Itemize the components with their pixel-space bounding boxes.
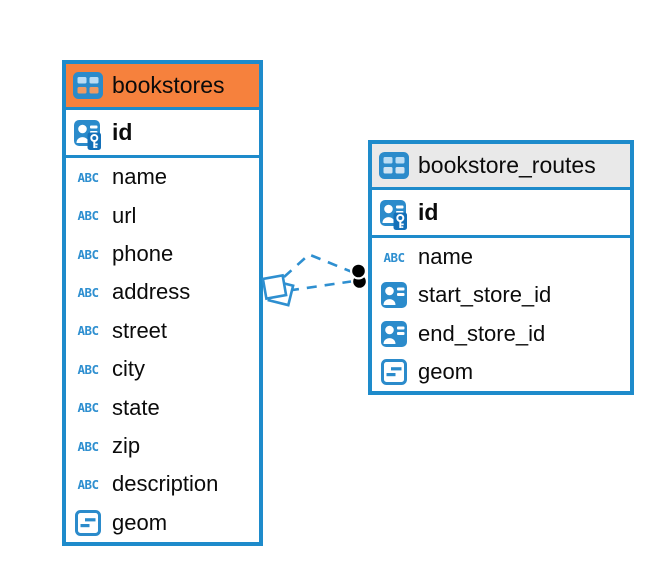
relationship-line-2[interactable] xyxy=(288,280,352,292)
primary-key-icon xyxy=(379,195,409,231)
column-row[interactable]: id xyxy=(372,190,630,235)
bookstores-header[interactable]: bookstores xyxy=(66,64,259,107)
column-name: name xyxy=(112,164,168,190)
table-icon xyxy=(379,152,409,179)
column-row[interactable]: ABC street xyxy=(66,311,259,351)
reference-column-icon xyxy=(379,282,409,308)
column-row[interactable]: ABC address xyxy=(66,273,259,312)
table-icon xyxy=(73,72,103,99)
text-type-icon: ABC xyxy=(77,169,99,185)
column-row[interactable]: geom xyxy=(66,503,259,543)
column-row[interactable]: ABC url xyxy=(66,196,259,235)
header-separator xyxy=(66,107,259,110)
column-name: state xyxy=(112,394,160,420)
column-row[interactable]: end_store_id xyxy=(372,314,630,353)
text-type-icon: ABC xyxy=(77,476,99,492)
column-name: name xyxy=(418,244,474,270)
columns-section: ABC name ABC url ABC phone ABC address A… xyxy=(66,158,259,543)
column-row[interactable]: start_store_id xyxy=(372,276,630,315)
text-type-icon: ABC xyxy=(77,284,99,300)
entity-bookstores[interactable]: bookstores id ABC name ABC url ABC phone xyxy=(62,60,263,546)
column-row[interactable]: geom xyxy=(372,352,630,391)
column-name: phone xyxy=(112,241,174,267)
text-type-icon: ABC xyxy=(77,323,99,339)
column-row[interactable]: ABC name xyxy=(372,238,630,277)
header-separator xyxy=(372,187,630,190)
pk-separator xyxy=(372,235,630,238)
object-type-icon xyxy=(73,510,103,536)
column-name: zip xyxy=(112,433,141,459)
column-name: id xyxy=(112,119,133,145)
text-type-icon: ABC xyxy=(383,249,405,265)
column-row[interactable]: ABC zip xyxy=(66,426,259,466)
column-row[interactable]: ABC name xyxy=(66,158,259,197)
column-name: city xyxy=(112,356,145,382)
column-row[interactable]: ABC description xyxy=(66,465,259,504)
text-type-icon: ABC xyxy=(77,438,99,454)
column-name: description xyxy=(112,471,219,497)
table-title: bookstore_routes xyxy=(418,152,596,178)
column-name: end_store_id xyxy=(418,320,546,346)
table-title: bookstores xyxy=(112,72,225,98)
reference-column-icon xyxy=(379,321,409,347)
many-end-diamond-marker[interactable] xyxy=(261,273,295,307)
text-type-icon: ABC xyxy=(77,400,99,416)
bookstore-routes-header[interactable]: bookstore_routes xyxy=(372,144,630,187)
column-row[interactable]: ABC state xyxy=(66,388,259,427)
entity-bookstore-routes[interactable]: bookstore_routes id ABC name start_store… xyxy=(368,140,634,395)
primary-key-icon xyxy=(73,115,103,151)
column-row[interactable]: ABC city xyxy=(66,350,259,389)
columns-section: ABC name start_store_id end_store_id ge xyxy=(372,238,630,391)
column-name: street xyxy=(112,317,168,343)
relationship-line-1[interactable] xyxy=(283,252,352,278)
column-name: start_store_id xyxy=(418,282,552,308)
column-name: address xyxy=(112,279,191,305)
column-row[interactable]: ABC phone xyxy=(66,234,259,274)
column-name: geom xyxy=(418,358,474,384)
pk-separator xyxy=(66,155,259,158)
column-name: id xyxy=(418,199,439,225)
one-end-circle-marker[interactable] xyxy=(350,262,368,288)
text-type-icon: ABC xyxy=(77,246,99,262)
column-name: geom xyxy=(112,509,168,535)
column-name: url xyxy=(112,202,137,228)
text-type-icon: ABC xyxy=(77,361,99,377)
column-row[interactable]: id xyxy=(66,110,259,155)
text-type-icon: ABC xyxy=(77,208,99,224)
object-type-icon xyxy=(379,359,409,385)
